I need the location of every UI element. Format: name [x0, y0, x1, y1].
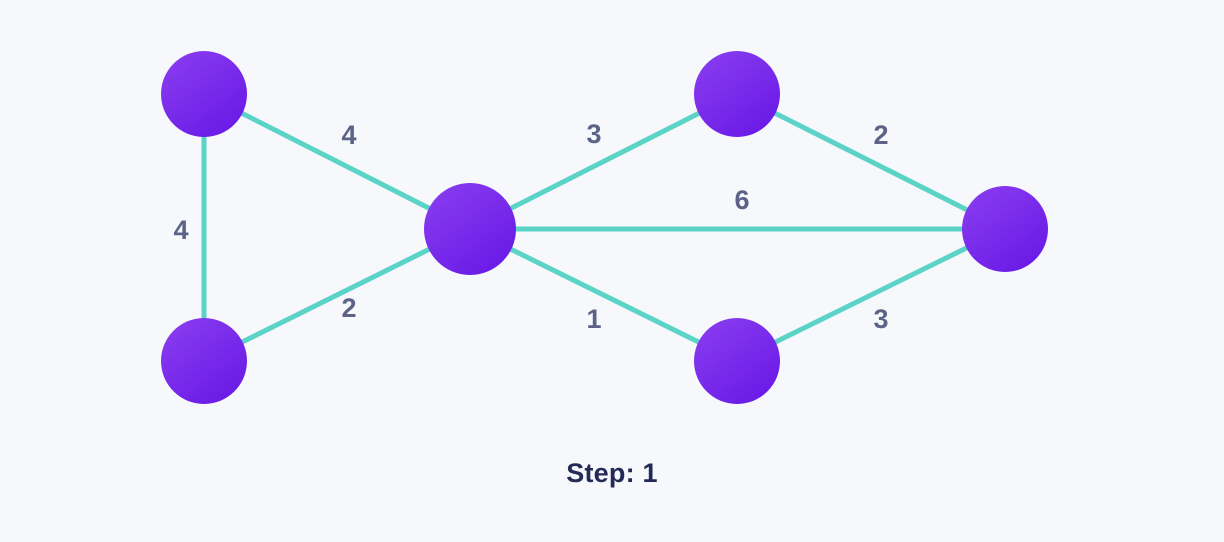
- graph-edge-weights-layer: 4 4 2 3 6 1 2 3: [173, 119, 888, 334]
- graph-node-e[interactable]: [694, 318, 780, 404]
- graph-nodes-layer: [161, 51, 1048, 404]
- graph-edge-c-e[interactable]: [505, 245, 705, 347]
- graph-edge-d-f[interactable]: [769, 109, 973, 214]
- graph-node-b[interactable]: [161, 318, 247, 404]
- graph-node-c[interactable]: [424, 183, 516, 275]
- edge-weight-label-c-e: 1: [586, 304, 601, 334]
- graph-edges-layer: [201, 109, 973, 347]
- edge-weight-label-c-f: 6: [734, 185, 749, 215]
- graph-edge-b-c[interactable]: [236, 245, 435, 347]
- step-counter-label: Step: 1: [566, 458, 658, 488]
- graph-node-d[interactable]: [694, 51, 780, 137]
- graph-edge-c-d[interactable]: [504, 109, 705, 213]
- graph-node-f[interactable]: [962, 186, 1048, 272]
- edge-weight-label-c-d: 3: [586, 119, 601, 149]
- graph-edge-a-c[interactable]: [236, 109, 436, 213]
- edge-weight-label-b-c: 2: [341, 293, 356, 323]
- edge-weight-label-a-c: 4: [341, 120, 356, 150]
- graph-node-a[interactable]: [161, 51, 247, 137]
- graph-edge-e-f[interactable]: [769, 243, 973, 347]
- edge-weight-label-e-f: 3: [873, 304, 888, 334]
- edge-weight-label-a-b: 4: [173, 215, 188, 245]
- edge-weight-label-d-f: 2: [873, 120, 888, 150]
